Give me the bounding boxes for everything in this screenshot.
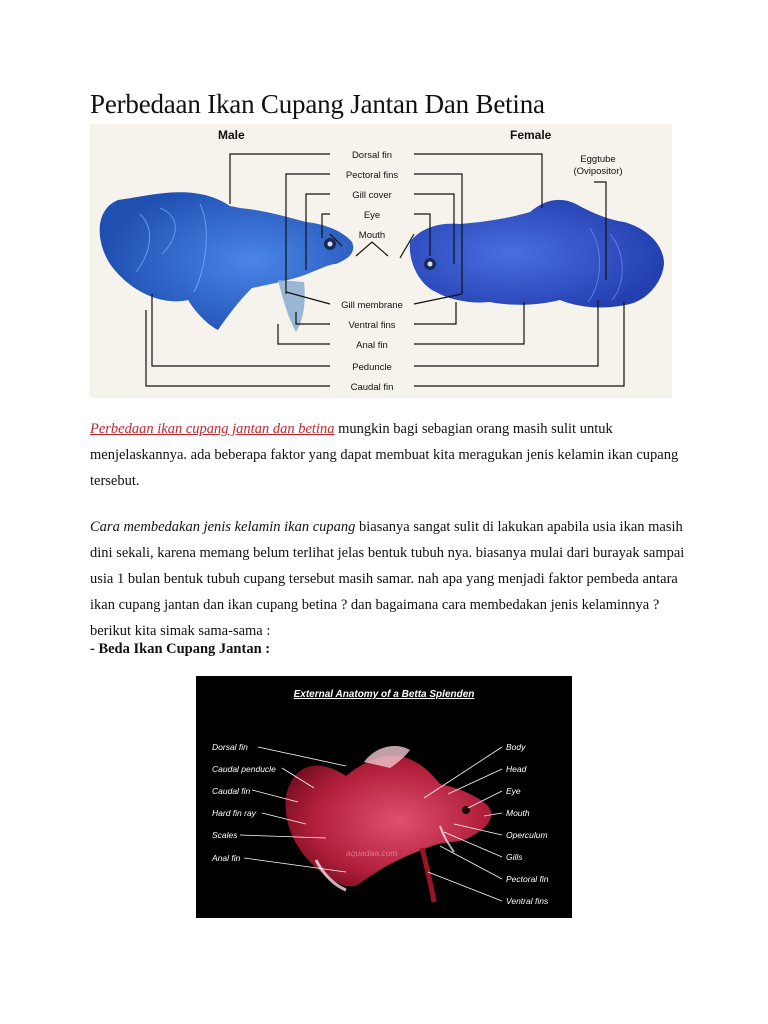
anatomy-label-body: Body bbox=[506, 742, 526, 752]
paragraph-intro: Perbedaan ikan cupang jantan dan betina … bbox=[90, 416, 690, 494]
figure2-title: External Anatomy of a Betta Splenden bbox=[294, 689, 475, 700]
paragraph-intro-text: mungkin bagi sebagian orang masih sulit … bbox=[90, 421, 679, 489]
label-ovipositor: (Ovipositor) bbox=[573, 166, 622, 177]
male-leader-lines bbox=[145, 153, 343, 387]
label-eggtube: Eggtube bbox=[580, 154, 615, 165]
paragraph-method: Cara membedakan jenis kelamin ikan cupan… bbox=[90, 514, 690, 644]
mouth-connector bbox=[355, 241, 389, 257]
betta-anatomy-figure: External Anatomy of a Betta Splenden aqu… bbox=[196, 676, 572, 918]
label-anal-fin: Anal fin bbox=[356, 340, 388, 351]
label-mouth: Mouth bbox=[359, 230, 385, 241]
label-dorsal-fin: Dorsal fin bbox=[352, 150, 392, 161]
anatomy-label-ventral-fins: Ventral fins bbox=[506, 896, 549, 906]
label-eye: Eye bbox=[364, 210, 380, 221]
label-gill-membrane: Gill membrane bbox=[341, 300, 403, 311]
label-pectoral-fins: Pectoral fins bbox=[346, 170, 399, 181]
figure2-left-leaders bbox=[239, 746, 347, 873]
page-title: Perbedaan Ikan Cupang Jantan Dan Betina bbox=[90, 89, 545, 119]
figure2-right-leaders bbox=[423, 746, 503, 902]
anatomy-label-head: Head bbox=[506, 764, 527, 774]
male-heading: Male bbox=[218, 128, 245, 142]
label-gill-cover: Gill cover bbox=[352, 190, 392, 201]
anatomy-label-pectoral-fin: Pectoral fin bbox=[506, 874, 549, 884]
female-leader-lines bbox=[399, 153, 625, 387]
anatomy-label-dorsal-fin: Dorsal fin bbox=[212, 742, 248, 752]
anatomy-label-scales: Scales bbox=[212, 830, 238, 840]
anatomy-label-gills: Gills bbox=[506, 852, 523, 862]
label-ventral-fins: Ventral fins bbox=[349, 320, 396, 331]
anatomy-label-operculum: Operculum bbox=[506, 830, 548, 840]
male-female-anatomy-figure: Male Female bbox=[90, 124, 672, 398]
male-fish bbox=[99, 192, 354, 332]
paragraph-method-lead: Cara membedakan jenis kelamin ikan cupan… bbox=[90, 519, 356, 535]
label-caudal-fin: Caudal fin bbox=[351, 382, 394, 393]
anatomy-label-hard-fin-ray: Hard fin ray bbox=[212, 808, 257, 818]
figure2-watermark: aquadaa.com bbox=[346, 848, 398, 858]
figure2-right-labels: Body Head Eye Mouth Operculum Gills Pect… bbox=[506, 742, 549, 906]
anatomy-label-eye: Eye bbox=[506, 786, 521, 796]
paragraph-method-text: biasanya sangat sulit di lakukan apabila… bbox=[90, 519, 685, 639]
figure1-labels: Dorsal fin Pectoral fins Gill cover Eye … bbox=[341, 150, 622, 393]
female-fish bbox=[409, 199, 664, 308]
figure2-left-labels: Dorsal fin Caudal penducle Caudal fin Ha… bbox=[211, 742, 276, 863]
anatomy-label-mouth: Mouth bbox=[506, 808, 530, 818]
anatomy-label-caudal-penducle: Caudal penducle bbox=[212, 764, 276, 774]
section-heading-male: - Beda Ikan Cupang Jantan : bbox=[90, 641, 271, 657]
female-heading: Female bbox=[510, 128, 552, 142]
article-keyword-link[interactable]: Perbedaan ikan cupang jantan dan betina bbox=[90, 421, 335, 437]
anatomy-label-anal-fin: Anal fin bbox=[211, 853, 241, 863]
label-peduncle: Peduncle bbox=[352, 362, 392, 373]
anatomy-label-caudal-fin: Caudal fin bbox=[212, 786, 251, 796]
